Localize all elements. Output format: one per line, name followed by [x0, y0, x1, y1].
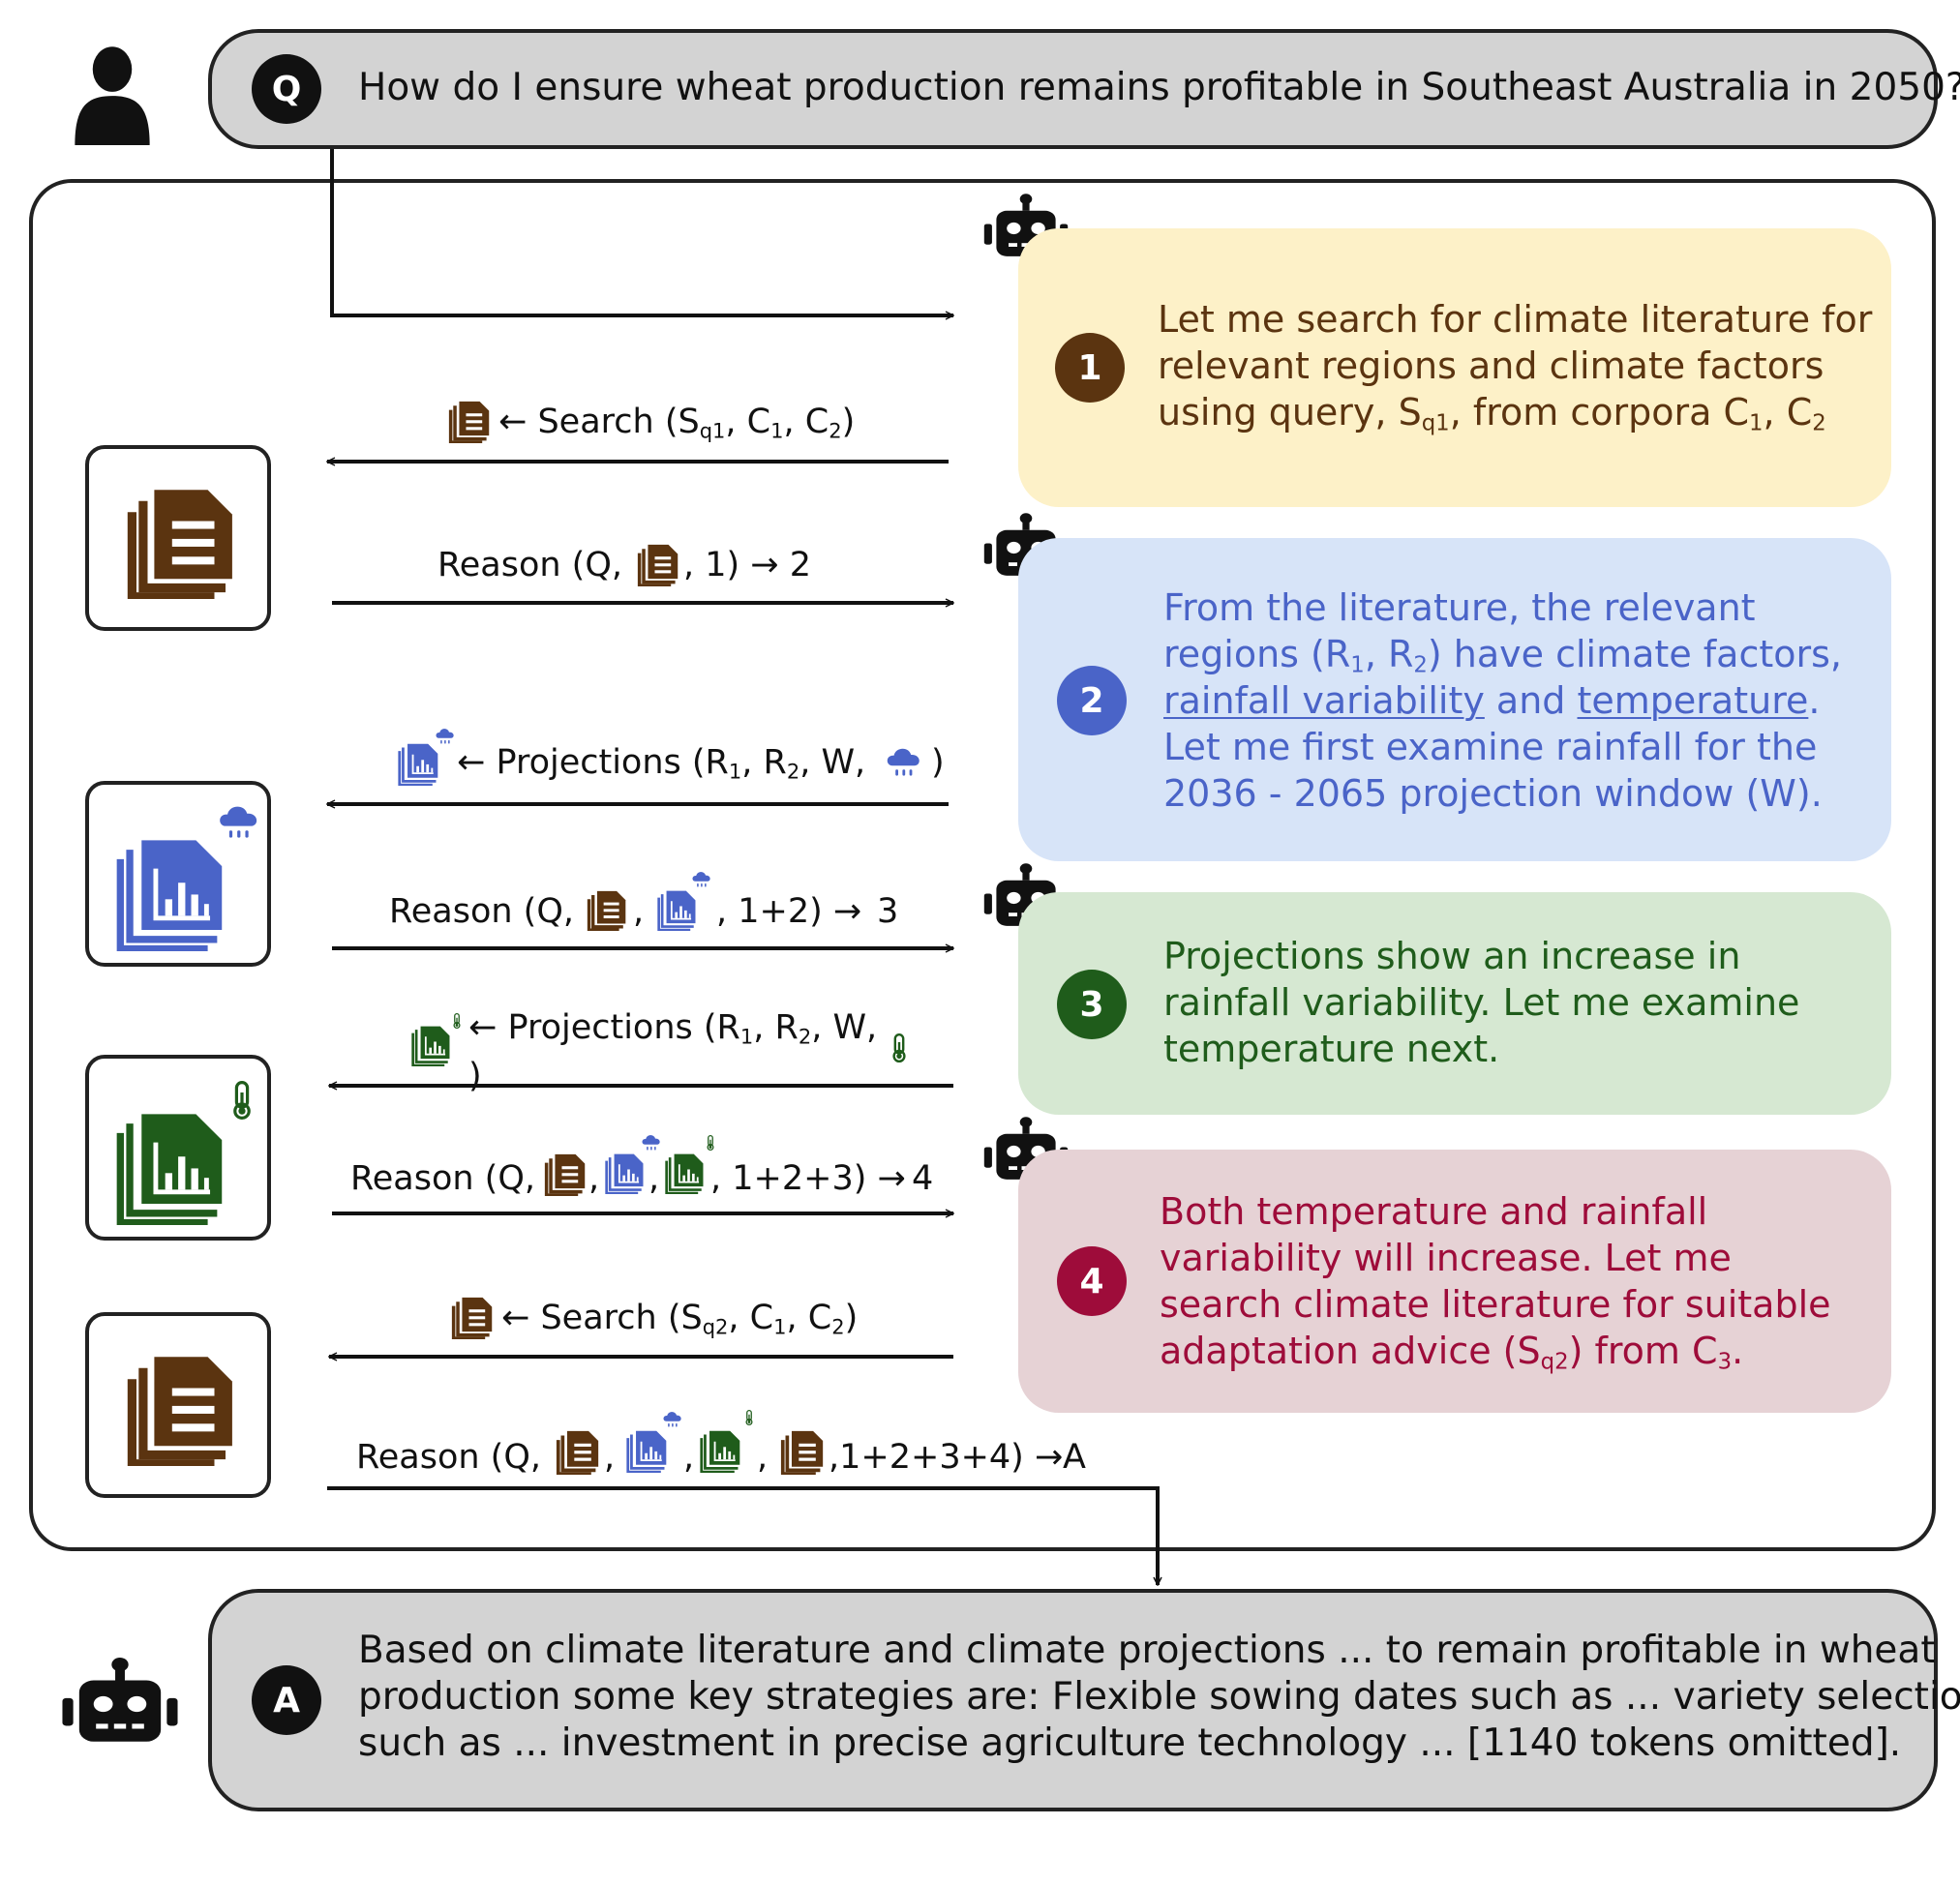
document-stack-icon [123, 1355, 239, 1466]
edge-search-2: ← Search (Sq2, C1, C2) [501, 1299, 859, 1339]
edge-reason-4-sep1: , [604, 1438, 616, 1477]
question-badge: Q [252, 54, 321, 124]
literature-tile-1 [85, 445, 271, 631]
thermometer-icon [223, 1076, 261, 1124]
edge-reason-3-target: 4 [912, 1159, 934, 1198]
temperature-chart-icon [113, 1107, 231, 1225]
rain-chart-icon [656, 888, 699, 931]
step-4-text: Both temperature and rainfall variabilit… [1160, 1190, 1831, 1375]
edge-reason-1-post: , 1) → 2 [683, 546, 812, 584]
step-2-text: From the literature, the relevant region… [1163, 586, 1842, 815]
document-stack-icon [448, 401, 491, 443]
edge-projections-rain-close: ) [931, 743, 945, 782]
step-2-badge: 2 [1057, 666, 1127, 735]
rain-cloud-icon [691, 869, 712, 890]
question-text: How do I ensure wheat production remains… [358, 66, 1960, 109]
temperature-chart-icon [699, 1428, 743, 1473]
rain-cloud-icon [641, 1132, 662, 1153]
step-3-badge: 3 [1057, 970, 1127, 1039]
edge-reason-2-target: 3 [877, 892, 899, 931]
edge-reason-4-pre: Reason (Q, [356, 1438, 542, 1477]
document-stack-icon [637, 544, 679, 586]
step-3-box [1018, 892, 1891, 1115]
document-stack-icon [451, 1297, 494, 1339]
rain-chart-icon [397, 741, 441, 786]
edge-reason-4-sep2: , [683, 1438, 695, 1477]
edge-projections-temp-close: ) [468, 1057, 482, 1095]
edge-reason-3-sep2: , [648, 1159, 660, 1198]
edge-reason-2-post: , 1+2) → [716, 892, 862, 931]
answer-badge: A [252, 1665, 321, 1735]
rain-cloud-icon [885, 743, 923, 782]
edge-reason-4-sep3: , [757, 1438, 769, 1477]
edge-reason-1-pre: Reason (Q, [437, 546, 623, 584]
answer-bar [208, 1589, 1938, 1811]
rain-cloud-icon [662, 1409, 683, 1430]
rain-cloud-icon [435, 726, 456, 747]
robot-icon [60, 1655, 180, 1753]
rain-chart-icon [625, 1428, 670, 1473]
edge-reason-2-pre: Reason (Q, [389, 892, 575, 931]
rain-cloud-icon [217, 800, 261, 845]
step-1-box [1018, 228, 1891, 507]
agent-frame [29, 179, 1936, 1551]
edge-search-1: ← Search (Sq1, C1, C2) [498, 403, 856, 443]
edge-projections-temp: ← Projections (R1, R2, W, [468, 1008, 878, 1049]
edge-reason-4-post: ,1+2+3+4) → [829, 1438, 1064, 1477]
edge-reason-3-post: , 1+2+3) → [710, 1159, 906, 1198]
thermometer-icon [703, 1132, 718, 1153]
temperature-projection-tile [85, 1055, 271, 1241]
thermometer-icon [885, 1028, 914, 1068]
edge-reason-3-sep1: , [588, 1159, 600, 1198]
edge-reason-3-pre: Reason (Q, [350, 1159, 536, 1198]
document-stack-icon [544, 1153, 587, 1196]
step-3-text: Projections show an increase in rainfall… [1163, 935, 1800, 1070]
thermometer-icon [449, 1010, 465, 1032]
step-4-box [1018, 1150, 1891, 1413]
step-1-text: Let me search for climate literature for… [1158, 298, 1873, 436]
rainfall-projection-tile [85, 781, 271, 967]
document-stack-icon [556, 1430, 600, 1475]
temperature-chart-icon [410, 1024, 453, 1066]
thermometer-icon [741, 1407, 757, 1428]
rain-chart-icon [113, 833, 231, 951]
step-1-badge: 1 [1055, 333, 1125, 403]
temperature-chart-icon [664, 1152, 707, 1194]
step-4-badge: 4 [1057, 1246, 1127, 1316]
answer-text: Based on climate literature and climate … [358, 1629, 1960, 1765]
rain-chart-icon [604, 1152, 647, 1194]
question-bar [208, 29, 1938, 149]
step-2-box [1018, 538, 1891, 861]
literature-tile-2 [85, 1312, 271, 1498]
document-stack-icon [780, 1430, 825, 1475]
document-stack-icon [123, 488, 239, 599]
edge-projections-rain: ← Projections (R1, R2, W, [457, 743, 866, 784]
edge-reason-2-sep: , [633, 892, 645, 931]
edge-reason-4-target: A [1063, 1438, 1086, 1477]
document-stack-icon [587, 890, 627, 931]
